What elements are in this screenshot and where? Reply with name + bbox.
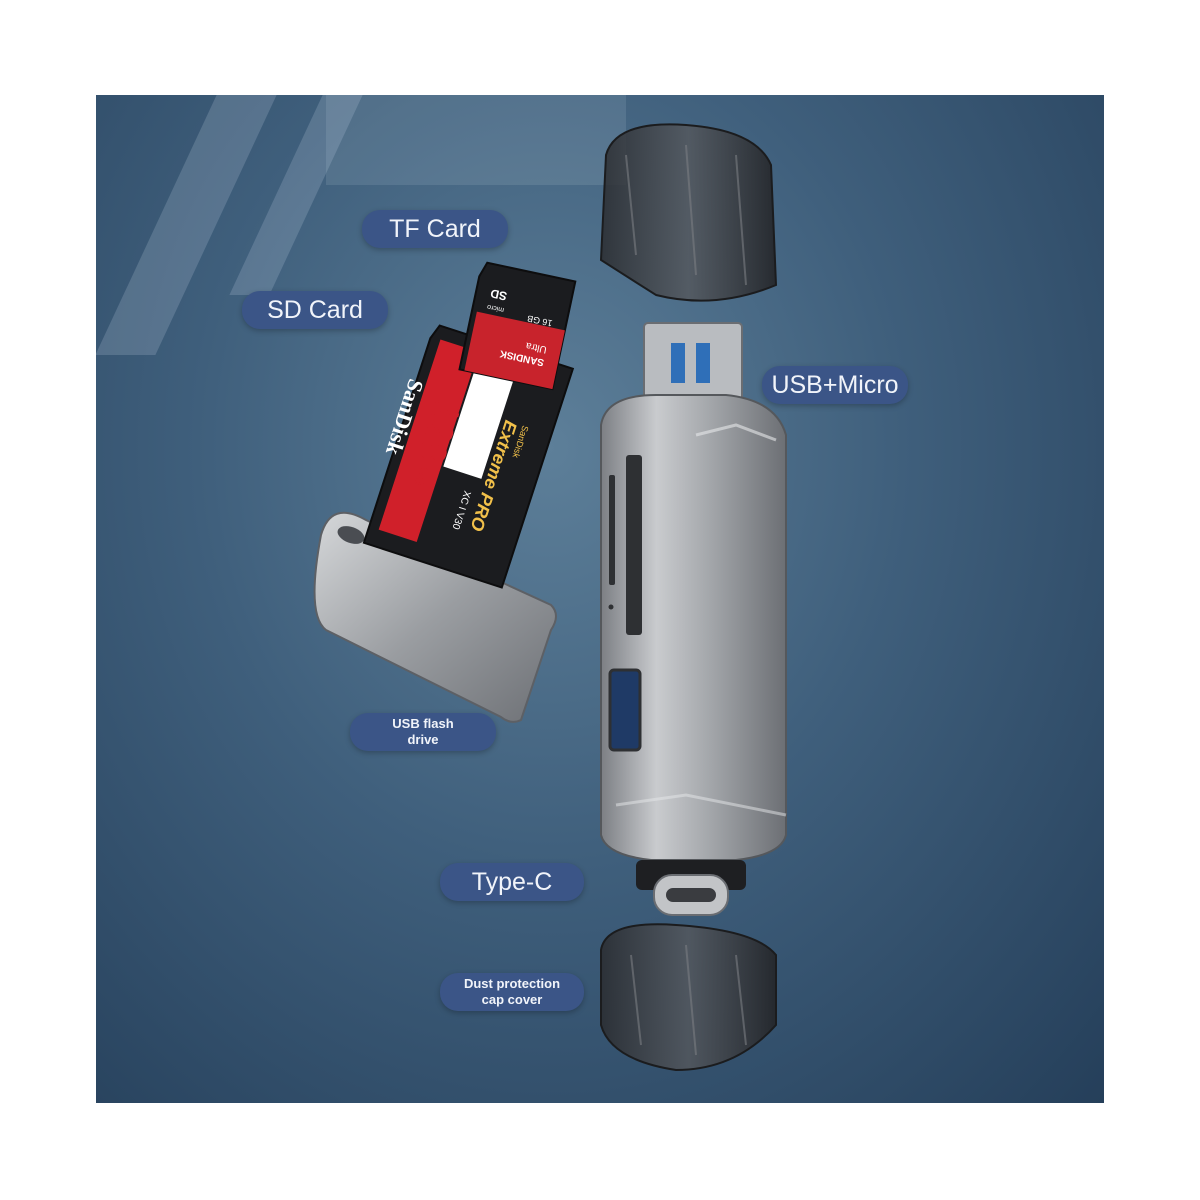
usb-flash-line2: drive <box>407 732 439 747</box>
card-reader-body <box>600 394 787 861</box>
sd-speed-text: 170 <box>474 411 498 439</box>
usb-a-plug <box>643 322 743 404</box>
sd-card-label: SD Card <box>242 291 388 329</box>
sd-series-text: Extreme PRO <box>466 418 521 534</box>
tf-capacity-text: 16 GB <box>526 313 554 329</box>
sd-card <box>362 324 575 589</box>
type-c-label: Type-C <box>440 863 584 901</box>
usb-flash-drive-label: USB flash drive <box>350 713 496 751</box>
dust-line2: cap cover <box>481 992 543 1007</box>
sd-unit-text: GB <box>411 464 433 489</box>
bottom-dust-cap <box>600 923 777 1072</box>
dust-line1: Dust protection <box>463 976 561 991</box>
usb-flash-drive <box>313 511 557 723</box>
sd-speed-unit-text: MB/s <box>469 441 486 464</box>
tf-card <box>458 261 577 391</box>
window-light-beam <box>326 95 626 185</box>
dust-cap-label: Dust protection cap cover <box>440 973 584 1011</box>
product-illustration <box>313 123 787 1072</box>
product-image-panel: SanDisk 128 GB SanDisk Extreme PRO 170 M… <box>96 95 1104 1103</box>
type-c-plug <box>636 860 746 916</box>
tf-sub-text: micro <box>486 302 505 314</box>
tf-type-text: SD <box>489 286 509 304</box>
usb-flash-line1: USB flash <box>392 716 454 731</box>
tf-card-label: TF Card <box>362 210 508 248</box>
usb-micro-label: USB+Micro <box>762 366 908 404</box>
top-dust-cap <box>599 123 778 302</box>
